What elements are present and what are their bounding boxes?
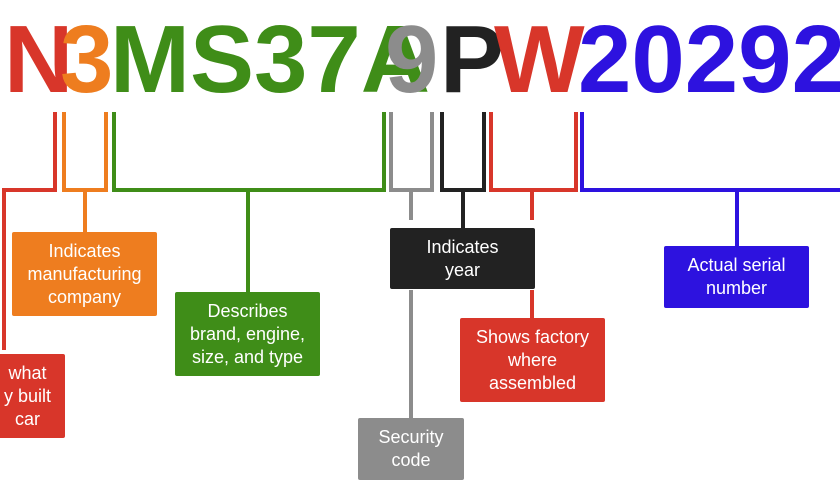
vin-number: N 3 MS37A 9 P W 20292 (0, 10, 840, 110)
vin-char-factory: W (494, 6, 585, 113)
connector-country (2, 112, 57, 350)
label-country: what y built car (0, 354, 65, 438)
vin-char-security: 9 (385, 6, 439, 113)
connector-year (440, 112, 486, 192)
vin-chars-descriptor: MS37A (110, 6, 431, 113)
label-year: Indicates year (390, 228, 535, 289)
connector-security (389, 112, 434, 192)
label-manufacturer: Indicates manufacturing company (12, 232, 157, 316)
connector-descriptor (112, 112, 386, 192)
vin-char-year: P (440, 6, 505, 113)
connector-manufacturer (62, 112, 108, 192)
vin-char-manufacturer: 3 (60, 6, 114, 113)
vin-chars-serial: 20292 (578, 6, 840, 113)
connector-factory (489, 112, 578, 192)
label-factory: Shows factory where assembled (460, 318, 605, 402)
label-serial: Actual serial number (664, 246, 809, 308)
vin-char-country: N (4, 6, 74, 113)
label-security: Security code (358, 418, 464, 480)
label-descriptor: Describes brand, engine, size, and type (175, 292, 320, 376)
connector-serial (580, 112, 840, 192)
